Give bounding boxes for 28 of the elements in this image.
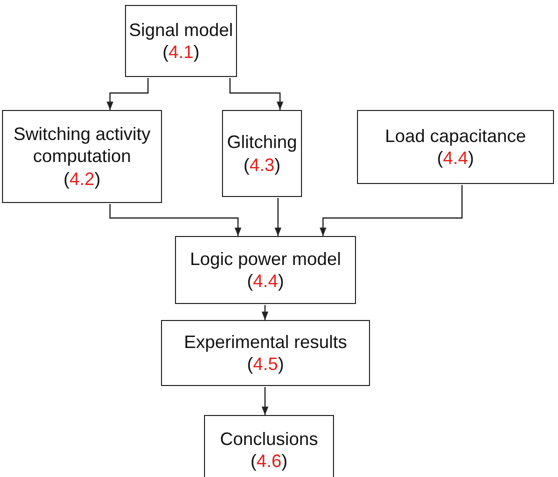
process-box <box>2 110 162 203</box>
section-reference: (4.4) <box>436 147 474 170</box>
process-box <box>357 110 554 184</box>
arrow <box>274 198 282 236</box>
arrow <box>229 78 284 110</box>
node-title: Load capacitance <box>384 124 526 147</box>
node-title: Logic power model <box>190 248 342 270</box>
section-reference: (4.4) <box>246 270 284 292</box>
process-box <box>125 5 237 77</box>
section-reference: (4.2) <box>63 168 101 190</box>
section-reference: (4.3) <box>243 154 281 176</box>
arrow <box>109 204 242 236</box>
arrow <box>262 305 268 320</box>
arrow <box>262 387 268 415</box>
arrow <box>106 78 149 110</box>
node-title: Signal model <box>128 18 234 41</box>
node-title: Conclusions <box>220 428 318 450</box>
node-title: Experimental results <box>184 330 348 353</box>
section-reference: (4.1) <box>162 41 200 64</box>
process-box <box>161 320 370 386</box>
node-title: Glitching <box>226 131 298 154</box>
process-box <box>175 236 356 304</box>
node-title: Switching activity computation <box>12 122 152 168</box>
arrow <box>320 185 463 236</box>
section-reference: (4.5) <box>246 353 284 376</box>
section-reference: (4.6) <box>250 450 288 472</box>
process-box <box>222 110 302 197</box>
process-box <box>204 415 334 477</box>
